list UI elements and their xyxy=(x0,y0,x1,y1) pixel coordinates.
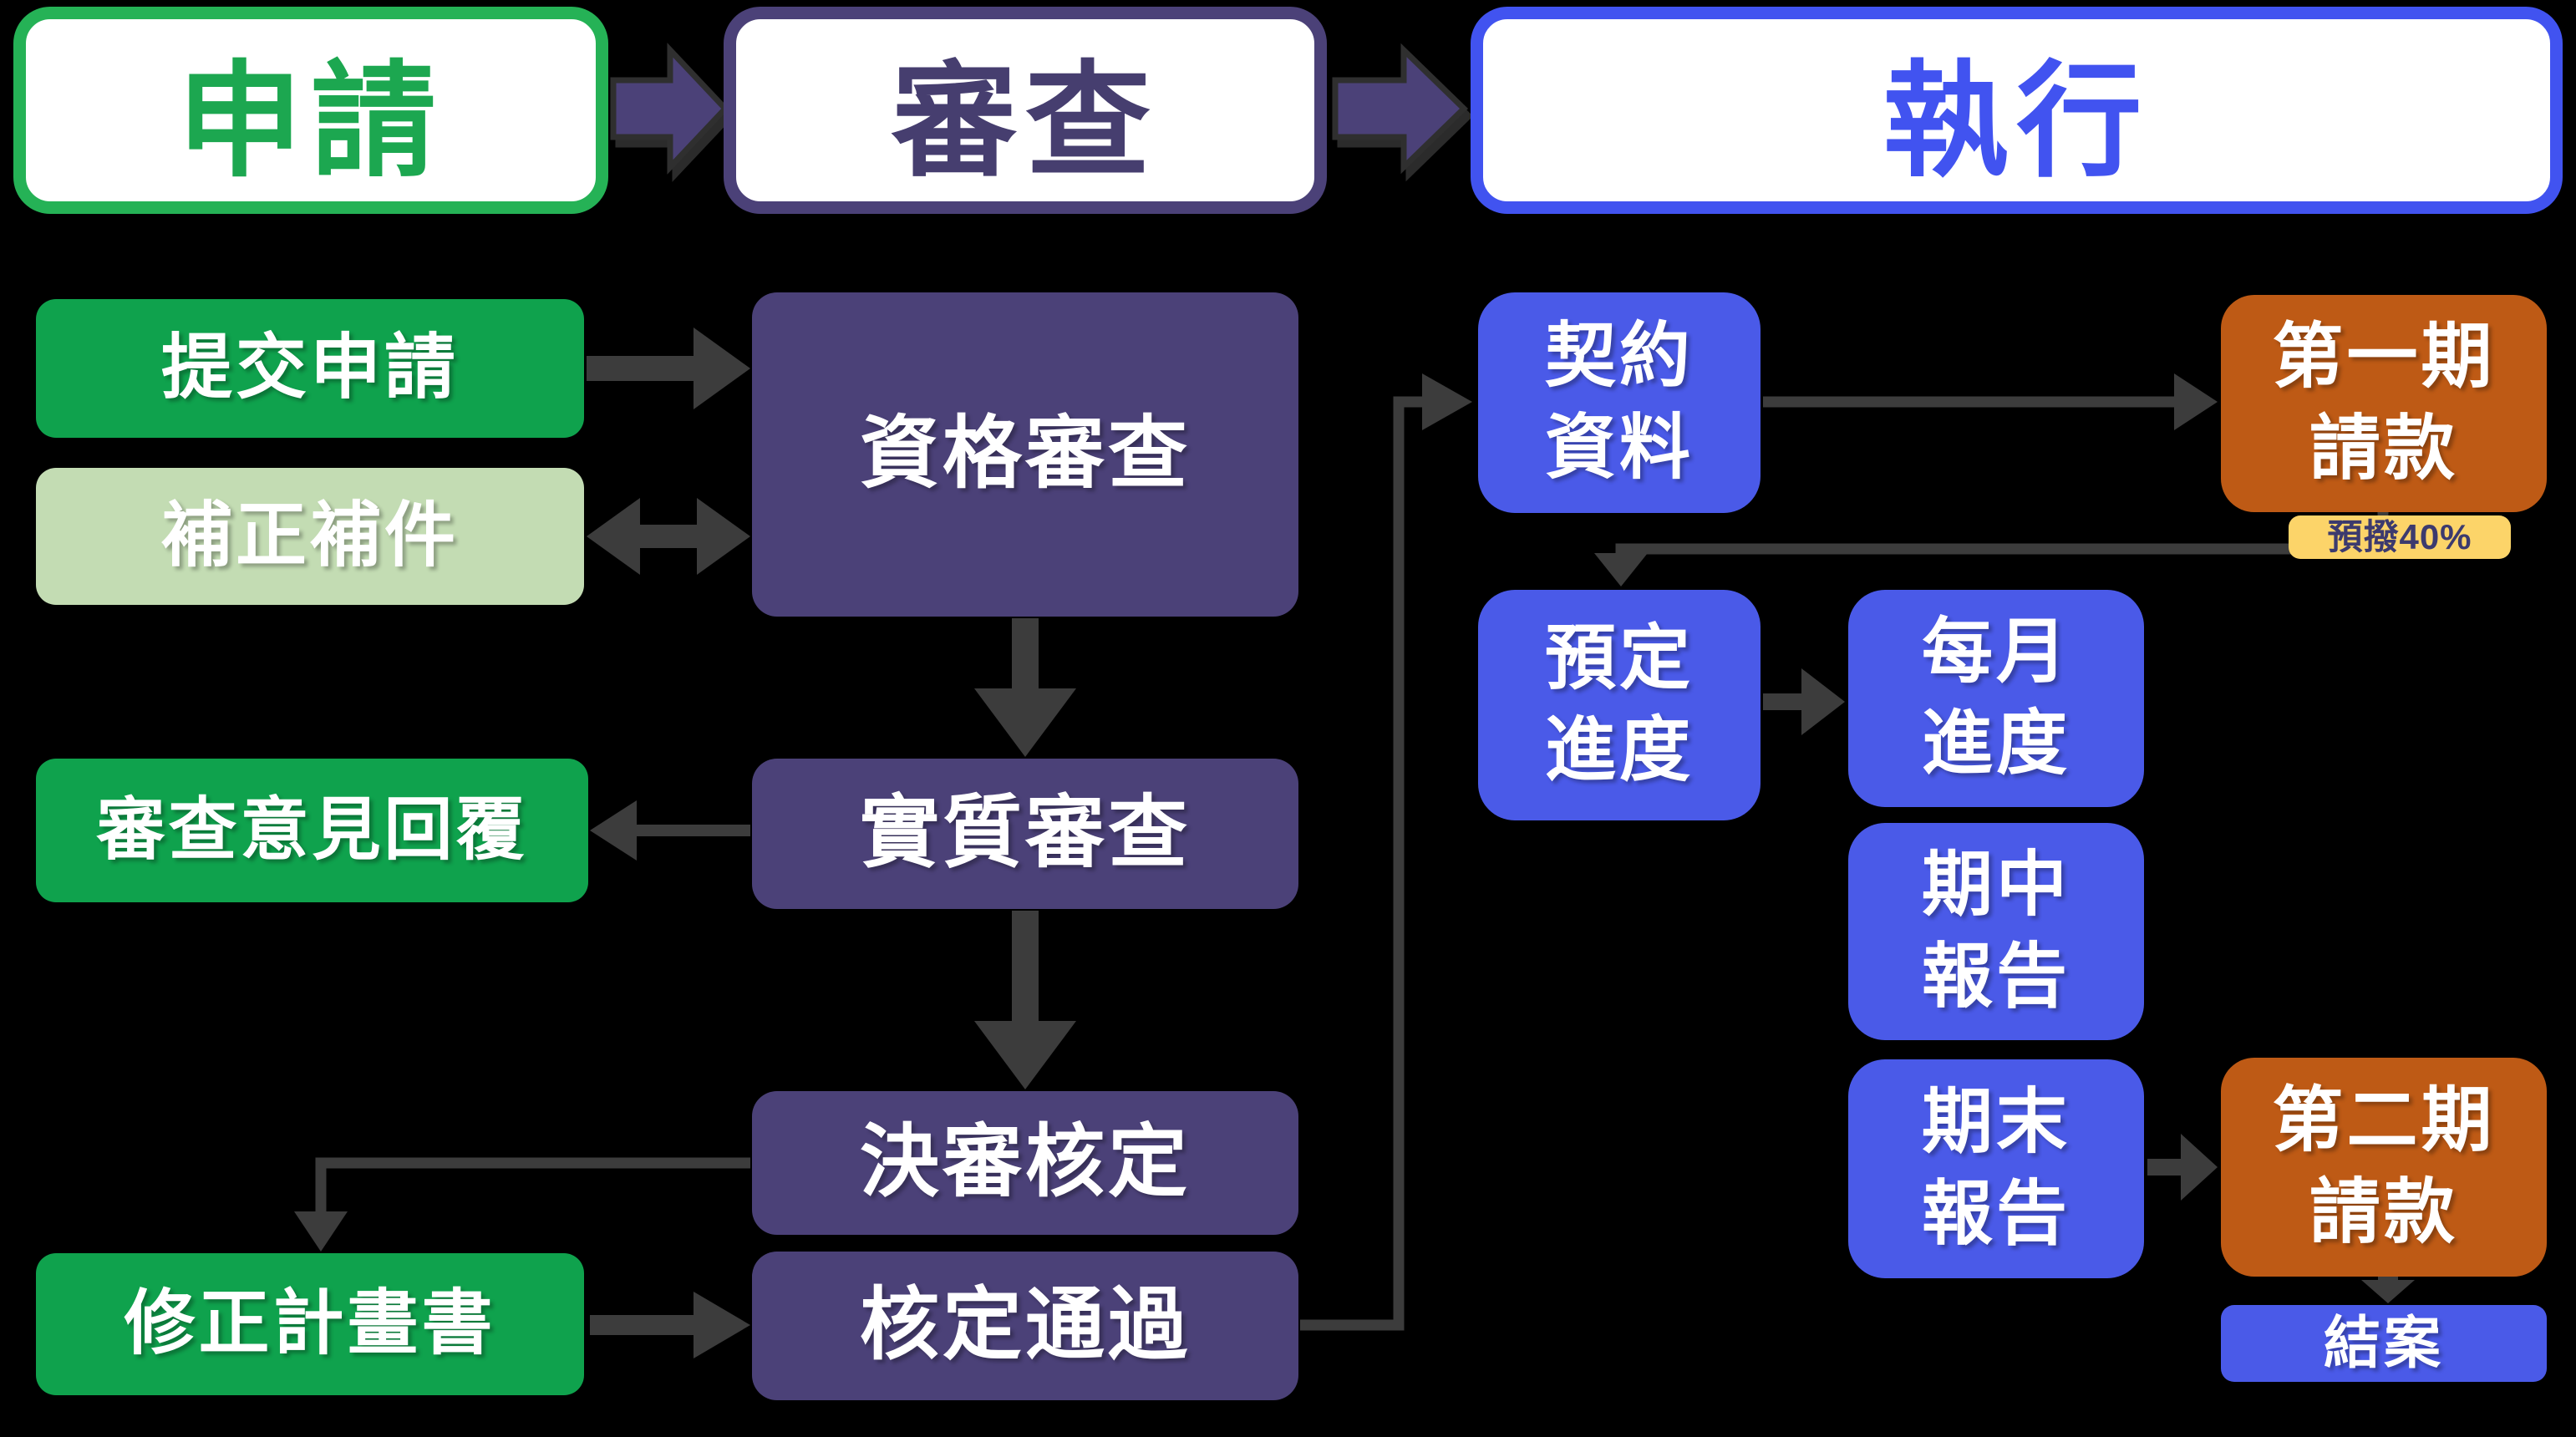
stage-header-review: 審查 xyxy=(724,7,1327,214)
stage-arrow-review-to-execute-icon xyxy=(1332,43,1469,175)
node-planned-schedule: 預定 進度 xyxy=(1478,590,1761,820)
stage-header-apply: 申請 xyxy=(13,7,608,214)
arrowhead-decision-to-revised-plan-icon xyxy=(294,1211,348,1252)
arrow-substantive-to-reply-icon xyxy=(590,800,750,861)
line-decision-to-revised-plan xyxy=(315,1157,750,1213)
arrow-final-report-to-second-payment-icon xyxy=(2147,1134,2218,1201)
stage-header-execute: 執行 xyxy=(1471,7,2563,214)
node-monthly-progress: 每月 進度 xyxy=(1848,590,2144,807)
arrow-submit-to-qualification-icon xyxy=(587,328,750,409)
node-first-payment: 第一期 請款 xyxy=(2221,295,2547,512)
node-final-review-decision: 決審核定 xyxy=(752,1091,1298,1235)
line-approval-to-contract xyxy=(1300,396,1422,1331)
arrow-substantive-to-decision-icon xyxy=(974,911,1076,1089)
node-review-comment-reply: 審查意見回覆 xyxy=(36,759,588,902)
node-revised-project-plan: 修正計畫書 xyxy=(36,1253,584,1395)
arrow-schedule-to-monthly-icon xyxy=(1763,668,1845,735)
node-contract-documents: 契約 資料 xyxy=(1478,292,1761,513)
node-qualification-review: 資格審查 xyxy=(752,292,1298,617)
stage-arrow-apply-to-review-icon xyxy=(610,43,729,175)
arrowhead-contract-to-first-payment-icon xyxy=(2174,373,2218,430)
arrowhead-approval-to-contract-icon xyxy=(1422,373,1472,430)
node-midterm-report: 期中 報告 xyxy=(1848,823,2144,1040)
advance-payment-tag: 預撥40% xyxy=(2289,515,2511,559)
arrow-supplement-qualification-double-icon xyxy=(587,498,750,575)
arrow-qualification-to-substantive-icon xyxy=(974,618,1076,757)
node-final-report: 期末 報告 xyxy=(1848,1059,2144,1278)
line-first-payment-to-schedule xyxy=(1615,510,2389,556)
node-substantive-review: 實質審查 xyxy=(752,759,1298,909)
arrow-second-payment-to-closure-icon xyxy=(2361,1273,2415,1303)
node-second-payment: 第二期 請款 xyxy=(2221,1058,2547,1277)
node-supplement-documents: 補正補件 xyxy=(36,468,584,605)
arrowhead-first-payment-to-schedule-icon xyxy=(1594,553,1648,586)
node-case-closure: 結案 xyxy=(2221,1305,2547,1382)
node-approval-passed: 核定通過 xyxy=(752,1252,1298,1400)
node-submit-application: 提交申請 xyxy=(36,299,584,438)
arrow-revised-plan-to-approval-icon xyxy=(590,1292,750,1358)
